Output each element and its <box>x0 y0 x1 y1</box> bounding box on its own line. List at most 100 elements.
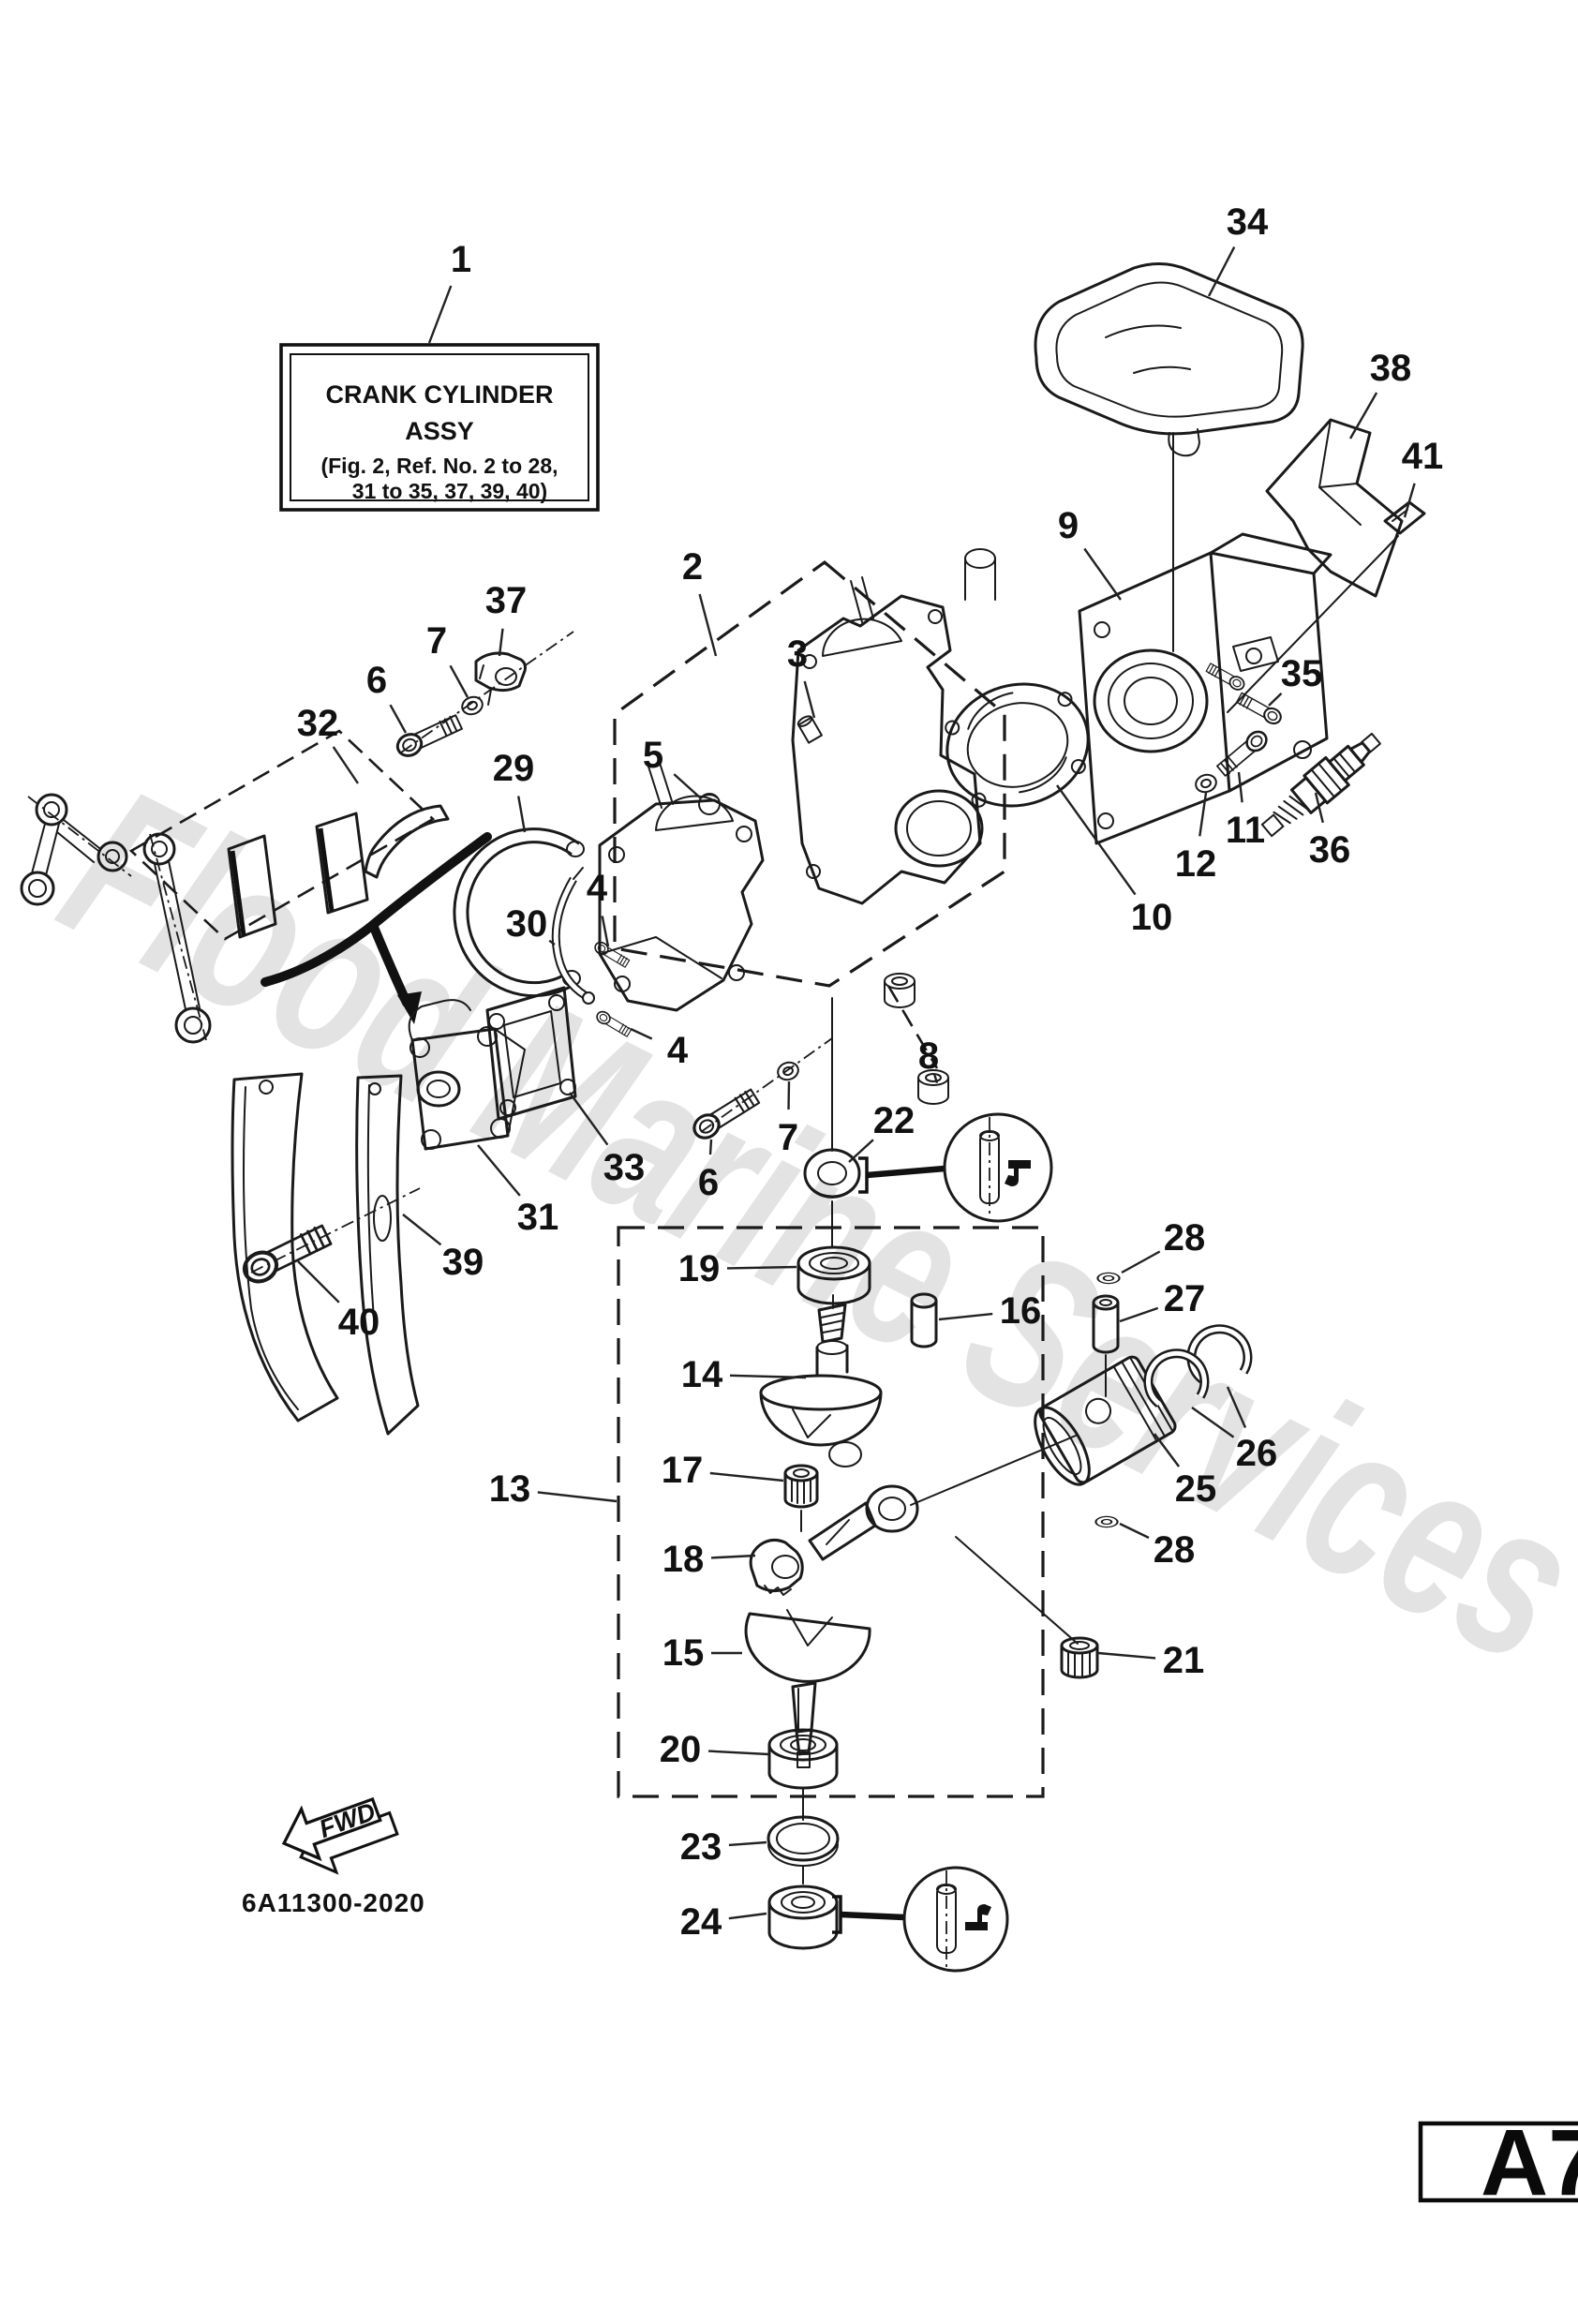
leader-8 <box>932 1073 939 1083</box>
mount-link-dashed-box <box>128 729 436 941</box>
title-line-2: ASSY <box>405 417 474 445</box>
leader-27 <box>1119 1306 1159 1323</box>
detail-balloon-bearing-22 <box>943 1112 1053 1223</box>
callout-32: 32 <box>297 703 339 744</box>
bolt-axis-6a <box>400 631 574 753</box>
callout-21: 21 <box>1163 1640 1205 1681</box>
part-10-gasket <box>945 682 1090 808</box>
part-18-connecting-rod <box>749 1484 919 1596</box>
callout-8: 8 <box>918 1035 939 1077</box>
leader-24 <box>728 1912 767 1920</box>
callout-18: 18 <box>662 1539 705 1580</box>
part-8-bushing-a <box>884 973 916 1008</box>
callout-34: 34 <box>1227 201 1269 243</box>
leader-3 <box>803 680 816 719</box>
part-40-bolt <box>240 1222 333 1287</box>
leader-5 <box>673 773 702 799</box>
crankshaft-stack <box>744 997 1079 1973</box>
title-line-1: CRANK CYLINDER <box>326 380 554 409</box>
part-12-washer <box>1192 771 1220 796</box>
callout-24: 24 <box>680 1901 722 1943</box>
leader-12 <box>1198 792 1208 837</box>
callout-30: 30 <box>506 903 548 945</box>
part-37-clamp <box>474 651 527 706</box>
callout-39: 39 <box>442 1242 484 1283</box>
callout-7: 7 <box>426 620 447 662</box>
leader-1 <box>427 285 453 344</box>
leader-21 <box>1097 1651 1156 1660</box>
leader-17 <box>709 1471 784 1482</box>
part-33-gasket <box>485 986 577 1121</box>
leader-6 <box>708 1139 713 1155</box>
part-38-sheet <box>1265 418 1404 598</box>
leader-25 <box>1154 1433 1181 1467</box>
leader-39 <box>402 1214 442 1246</box>
callout-35: 35 <box>1281 653 1323 694</box>
callout-41: 41 <box>1402 436 1444 477</box>
part-3-pin <box>796 715 823 744</box>
callout-4: 4 <box>587 868 608 909</box>
fwd-label: FWD <box>316 1797 380 1843</box>
part-31-bracket <box>408 999 526 1151</box>
callout-3: 3 <box>787 633 808 675</box>
title-line-4: 31 to 35, 37, 39, 40) <box>352 479 547 503</box>
page-label-box: A7 <box>1418 2110 1578 2215</box>
callout-10: 10 <box>1131 897 1173 938</box>
callout-37: 37 <box>485 580 528 621</box>
leader-40 <box>297 1260 340 1304</box>
bolt-axis-6b <box>700 1037 833 1133</box>
leader-4 <box>630 1027 653 1040</box>
part-cylinder-body <box>791 548 996 905</box>
callout-17: 17 <box>662 1450 704 1491</box>
part-7-washer-a <box>458 693 486 719</box>
leader-28 <box>1121 1250 1161 1274</box>
part-20-bearing <box>767 1728 839 1790</box>
leader-32 <box>332 746 359 784</box>
callout-20: 20 <box>660 1729 702 1770</box>
piston-group <box>910 1272 1253 1679</box>
callout-27: 27 <box>1164 1278 1206 1319</box>
cylinder-assy-dashed-box <box>613 559 1006 988</box>
dashed-link-line <box>886 985 939 1069</box>
leader-16 <box>938 1312 993 1321</box>
part-34-bracket <box>1034 262 1304 652</box>
callout-14: 14 <box>681 1354 723 1395</box>
callout-40: 40 <box>338 1302 380 1343</box>
leader-10 <box>1056 784 1137 896</box>
part-crankcase-half <box>598 762 765 1012</box>
leader-37 <box>498 628 504 657</box>
part-9-crankcase <box>1078 532 1332 845</box>
fwd-arrow: FWD <box>281 1796 399 1875</box>
callout-36: 36 <box>1309 829 1351 871</box>
watermark-text: Flood Marine Services <box>30 740 1578 1708</box>
callout-13: 13 <box>489 1468 531 1510</box>
title-box: CRANK CYLINDER ASSY (Fig. 2, Ref. No. 2 … <box>279 343 600 512</box>
leader-36 <box>1314 792 1324 824</box>
part-17-pin <box>783 1464 819 1509</box>
callout-26: 26 <box>1236 1433 1278 1474</box>
callout-19: 19 <box>678 1248 721 1289</box>
callout-38: 38 <box>1370 348 1412 389</box>
callout-9: 9 <box>1058 505 1079 546</box>
leader-41 <box>1403 483 1416 518</box>
leader-7 <box>787 1080 791 1110</box>
callout-5: 5 <box>643 735 663 776</box>
leader-18 <box>710 1554 756 1559</box>
part-15-crank-lower <box>744 1609 871 1768</box>
callout-33: 33 <box>603 1147 646 1188</box>
leader-29 <box>517 796 527 833</box>
callout-25: 25 <box>1175 1468 1217 1510</box>
drawing-code: 6A11300-2020 <box>242 1888 425 1917</box>
callout-23: 23 <box>680 1826 722 1868</box>
piston-to-rod-line <box>910 1435 1077 1506</box>
leader-38 <box>1348 392 1378 439</box>
leader-28 <box>1119 1522 1150 1540</box>
callout-6: 6 <box>698 1162 719 1203</box>
leader-14 <box>729 1374 807 1379</box>
callout-7: 7 <box>778 1117 798 1158</box>
leader-4 <box>601 916 610 947</box>
leader-23 <box>728 1840 767 1847</box>
leader-11 <box>1237 771 1243 803</box>
leader-31 <box>477 1144 521 1197</box>
part-16-crank-pin <box>910 1292 938 1348</box>
